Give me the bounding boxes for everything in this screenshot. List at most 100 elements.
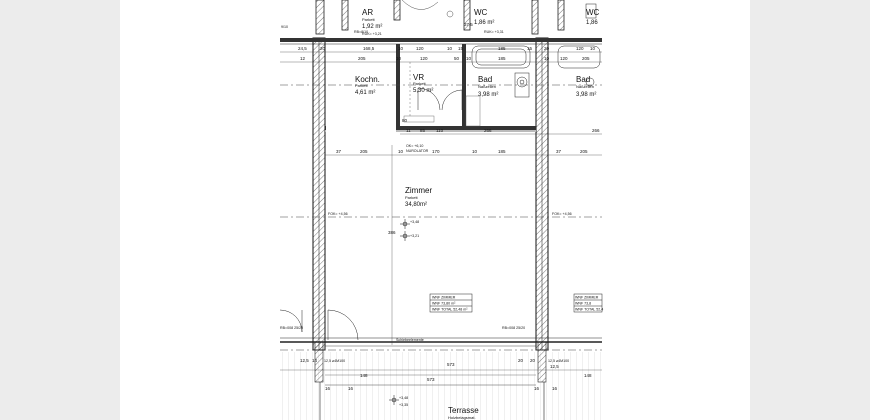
dim-label: 148 (360, 373, 368, 378)
area-boxes (429, 293, 603, 313)
room-floor-bad-right: Naßzellen (576, 84, 594, 89)
floor-plan-drawing: AR Parkett 1,92 m² WC 1,86 m² WC 1,86 Ko… (279, 0, 603, 420)
dim-label: 168,5 (363, 46, 375, 51)
label-nurolator: NUROLATOR (406, 149, 429, 153)
dim-label: 15 (458, 46, 464, 51)
room-name-ar: AR (362, 8, 373, 17)
room-area-ar: 1,92 m² (362, 24, 382, 30)
level-elev-2: +3,21 (410, 234, 419, 238)
area-box-left-title: WNF ZIMMER (432, 296, 456, 300)
level-ruk-top-left: RUK= +3,21 (362, 32, 382, 36)
dim-label: 386 (388, 230, 396, 235)
level-ok-top: OK= +6,10 (406, 144, 423, 148)
dim-label: 170 (432, 149, 440, 154)
dim-label: 14 (312, 358, 318, 363)
label-top-wall-tag: 9/10 (281, 25, 288, 29)
built-in-furniture (403, 62, 481, 127)
label-schiebeelemente: Schiebeelemente (396, 338, 424, 342)
dim-label: 185 (498, 46, 506, 51)
dim-label: 10 (544, 56, 550, 61)
dim-label: 11 (406, 128, 411, 133)
room-floor-zimmer: Parkett (405, 195, 419, 200)
area-box-labels: WNF ZIMMER WNF 73,80 m² WNF TOTAL 52,48 … (432, 296, 603, 312)
dim-label: 20 (530, 358, 536, 363)
doors (279, 87, 463, 341)
room-area-kochn: 4,61 m² (355, 90, 375, 96)
dim-label: 120 (576, 46, 584, 51)
dim-label: 10 (472, 149, 478, 154)
dim-label: 85 (420, 128, 426, 133)
level-labels: FOK= +4,56 FOK= +4,56 OK= +6,10 NUROLATO… (328, 30, 572, 407)
dim-label: 185 (498, 149, 506, 154)
level-markers (389, 219, 410, 405)
room-name-vr: VR (413, 73, 424, 82)
dim-label: 16 (534, 386, 540, 391)
room-name-kochn: Kochn. (355, 75, 380, 84)
room-area-bad-left: 3,98 m² (478, 92, 498, 98)
dim-label: 120 (560, 56, 568, 61)
room-name-zimmer: Zimmer (405, 186, 432, 195)
dim-label: 37 (556, 149, 562, 154)
dim-label: 148 (584, 373, 592, 378)
label-profile-left: 12,5 ⌀4M100 (324, 359, 345, 363)
dim-label: 16 (325, 386, 331, 391)
room-floor-terrasse: Holzbelagsmat. (448, 415, 476, 420)
room-area-vr: 5,30 m² (413, 88, 433, 94)
dim-label: 205 (360, 149, 368, 154)
dim-label: 10 (398, 149, 404, 154)
dim-label: 12,5 (300, 358, 309, 363)
dim-label: 266 (592, 128, 600, 133)
dim-label: 20 (518, 358, 524, 363)
dim-label: 205 (580, 149, 588, 154)
room-name-terrasse: Terrasse (448, 406, 479, 415)
dim-label: 12,5 (550, 364, 559, 369)
dim-label: 37,5 (464, 22, 473, 27)
dim-label: 185 (498, 56, 506, 61)
room-area-wc-right: 1,86 (586, 20, 598, 26)
room-name-bad-left: Bad (478, 75, 492, 84)
room-area-wc-left: 1,86 m² (474, 20, 494, 26)
room-floor-vr: Parkett (413, 81, 427, 86)
room-name-bad-right: Bad (576, 75, 590, 84)
area-box-right-nf: WNF 73,8 (575, 302, 591, 306)
label-window-left: RB=008 25/20 (280, 326, 303, 330)
level-ruk-top-right: RUK= +3,31 (484, 30, 504, 34)
level-elev-terrace-2: +3,35 (399, 403, 408, 407)
dim-label: 205 (582, 56, 590, 61)
bathroom-fixtures (471, 45, 601, 98)
area-box-right-title: WNF ZIMMER (575, 296, 599, 300)
room-area-bad-right: 3,98 m² (576, 92, 596, 98)
floor-plan-sheet: AR Parkett 1,92 m² WC 1,86 m² WC 1,86 Ko… (120, 0, 750, 420)
dim-label: 20 (544, 46, 550, 51)
dim-label: 10 (466, 56, 472, 61)
dimension-lines (280, 51, 602, 376)
room-name-wc-right: WC (586, 8, 600, 17)
label-profile-right: 12,5 ⌀4M100 (548, 359, 569, 363)
dim-label: 120 (420, 56, 428, 61)
dim-label: 205 (358, 56, 366, 61)
room-name-wc-left: WC (474, 8, 488, 17)
room-floor-kochn: Parkett (355, 83, 369, 88)
dim-label: 16 (348, 386, 354, 391)
dim-label: 266 (484, 128, 492, 133)
area-box-left-total: WNF TOTAL 52,48 m² (432, 308, 468, 312)
dimension-labels: 24,5 20 168,5 10 120 10 15 185 15 20 120… (298, 22, 600, 391)
dim-label: 16 (552, 386, 558, 391)
dim-label: 12 (300, 56, 306, 61)
dim-label: 10 (590, 46, 596, 51)
reference-lines (280, 84, 602, 351)
dim-label: 573 (427, 377, 435, 382)
upper-rooms (280, 0, 602, 45)
dim-label: 50 (454, 56, 460, 61)
room-floor-bad-left: Naßzellen (478, 84, 496, 89)
area-box-right-total: WNF TOTAL 52,4 (575, 308, 603, 312)
dim-label: 120 (416, 46, 424, 51)
dim-label: 110 (436, 128, 444, 133)
label-rb-top: RB=8/10 (354, 30, 368, 34)
dim-label: 20 (320, 46, 326, 51)
level-fok-left: FOK= +4,56 (328, 212, 348, 216)
dim-label: 15 (527, 46, 533, 51)
area-box-left-nf: WNF 73,80 m² (432, 302, 456, 306)
dim-label: 10 (398, 46, 404, 51)
